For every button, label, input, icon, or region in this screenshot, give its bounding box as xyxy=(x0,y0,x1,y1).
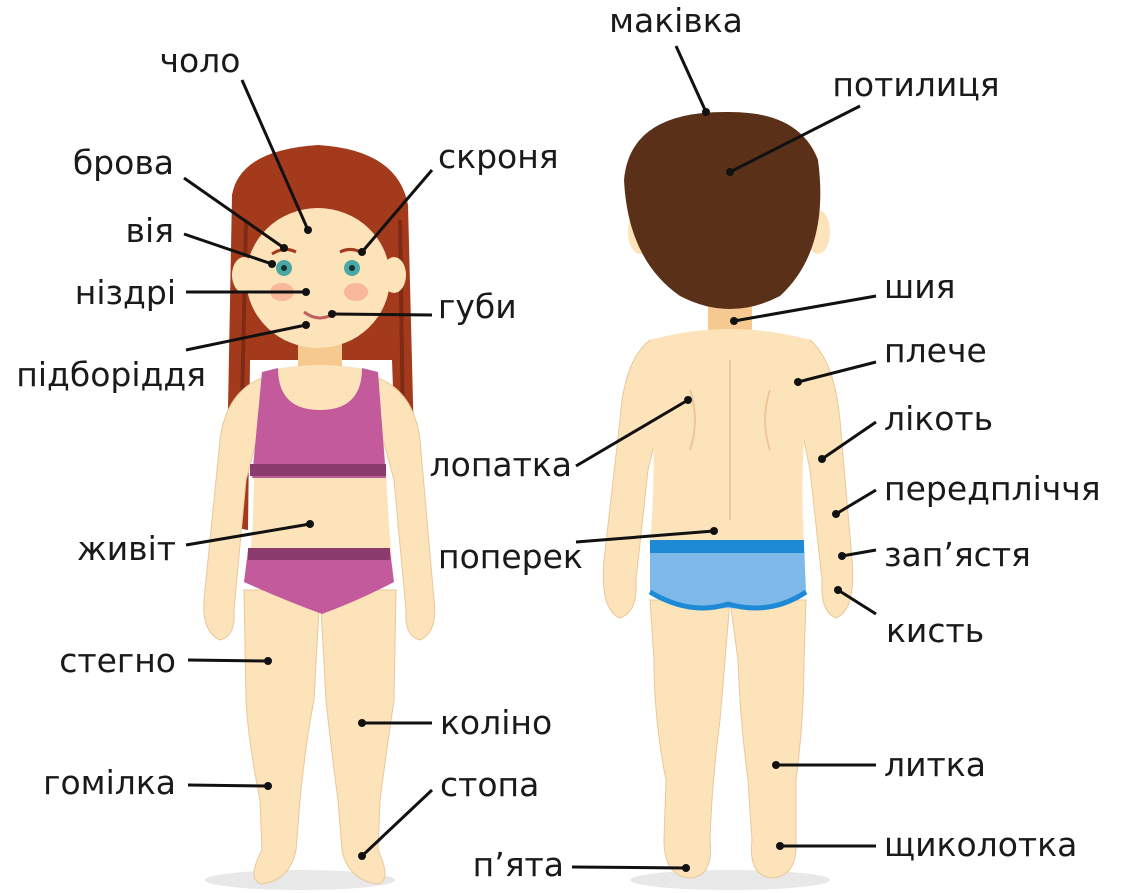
label-forearm: передпліччя xyxy=(884,469,1101,508)
girl-figure xyxy=(204,145,435,890)
label-lower-back: поперек xyxy=(438,537,583,576)
label-knee: коліно xyxy=(440,703,552,742)
label-belly: живіт xyxy=(77,529,176,568)
label-lips: губи xyxy=(438,287,517,326)
label-foot: стопа xyxy=(440,765,539,804)
label-forehead: чоло xyxy=(160,41,241,80)
label-eyebrow: брова xyxy=(73,143,174,182)
boy-left-leg xyxy=(650,600,730,878)
label-shin: гомілка xyxy=(43,763,176,802)
boy-ground-shadow xyxy=(630,870,830,890)
boy-right-leg xyxy=(730,600,806,878)
leader-thigh xyxy=(188,660,268,661)
leader-crown xyxy=(676,46,706,112)
girl-face xyxy=(246,208,390,348)
label-nape: потилиця xyxy=(832,65,999,104)
label-elbow: лікоть xyxy=(884,399,993,438)
label-eyelash: вія xyxy=(126,211,174,250)
label-calf: литка xyxy=(884,745,986,784)
label-temple: скроня xyxy=(438,137,559,176)
leader-heel xyxy=(572,867,686,868)
label-crown: маківка xyxy=(609,1,743,40)
label-nostrils: ніздрі xyxy=(75,273,176,312)
label-hand: кисть xyxy=(886,611,984,650)
girl-left-leg xyxy=(244,590,320,884)
label-heel: п’ята xyxy=(473,845,564,884)
label-shoulder-blade: лопатка xyxy=(430,445,572,484)
label-chin: підборіддя xyxy=(16,355,206,394)
label-thigh: стегно xyxy=(59,641,176,680)
boy-figure xyxy=(603,112,852,890)
label-shoulder: плече xyxy=(884,331,987,370)
leader-lips xyxy=(332,314,432,315)
girl-right-leg xyxy=(320,590,396,884)
leader-shin xyxy=(188,785,268,786)
label-wrist: зап’ястя xyxy=(884,535,1031,574)
label-neck: шия xyxy=(884,267,956,306)
label-ankle: щиколотка xyxy=(884,825,1077,864)
